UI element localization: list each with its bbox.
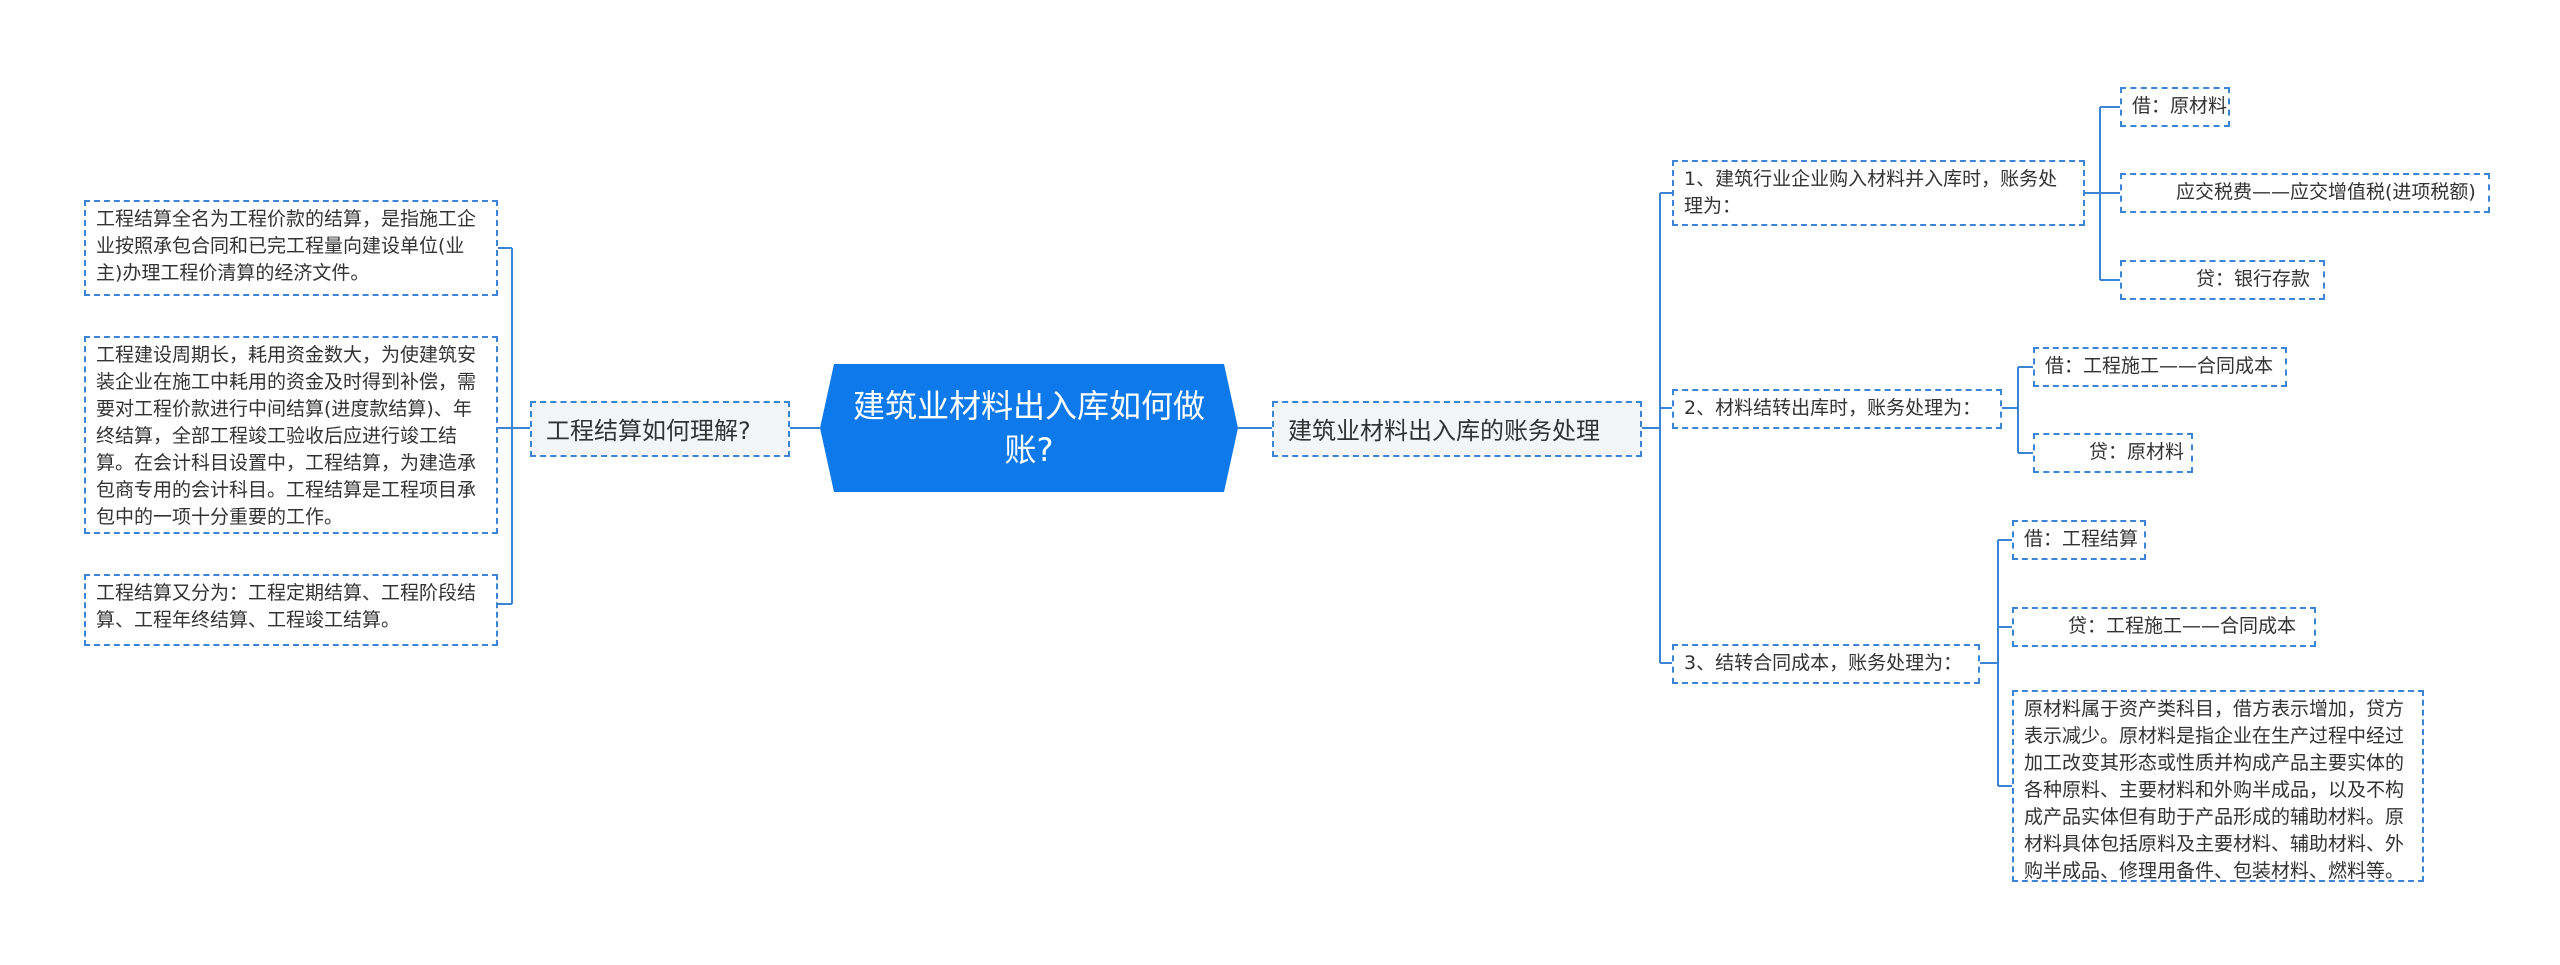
step-3-entry-debit[interactable]: 借：工程结算: [2012, 520, 2146, 560]
left-leaf-1[interactable]: 工程结算全名为工程价款的结算，是指施工企业按照承包合同和已完工程量向建设单位(业…: [84, 200, 498, 296]
step-3-entry-credit[interactable]: 贷：工程施工——合同成本: [2012, 607, 2316, 647]
step-1[interactable]: 1、建筑行业企业购入材料并入库时，账务处理为：: [1672, 160, 2085, 226]
link-step3-entries: [1980, 539, 2012, 787]
link-left-leaves: [498, 247, 530, 605]
right-branch-topic[interactable]: 建筑业材料出入库的账务处理: [1272, 401, 1642, 457]
step-1-entry-credit[interactable]: 贷：银行存款: [2120, 260, 2325, 300]
link-step1-entries: [2085, 106, 2120, 281]
left-leaf-2[interactable]: 工程建设周期长，耗用资金数大，为使建筑安装企业在施工中耗用的资金及时得到补偿，需…: [84, 336, 498, 534]
left-branch-topic[interactable]: 工程结算如何理解?: [530, 401, 790, 457]
root-topic[interactable]: 建筑业材料出入库如何做账?: [820, 364, 1238, 492]
step-2-entry-debit[interactable]: 借：工程施工——合同成本: [2033, 347, 2287, 387]
left-leaf-3[interactable]: 工程结算又分为：工程定期结算、工程阶段结算、工程年终结算、工程竣工结算。: [84, 574, 498, 646]
step-1-entry-debit[interactable]: 借：原材料: [2120, 87, 2230, 127]
step-2-entry-credit[interactable]: 贷：原材料: [2033, 433, 2193, 473]
step-3-note[interactable]: 原材料属于资产类科目，借方表示增加，贷方表示减少。原材料是指企业在生产过程中经过…: [2012, 690, 2424, 882]
step-2[interactable]: 2、材料结转出库时，账务处理为：: [1672, 389, 2002, 429]
step-1-entry-tax[interactable]: 应交税费——应交增值税(进项税额): [2120, 173, 2490, 213]
step-3[interactable]: 3、结转合同成本，账务处理为：: [1672, 644, 1980, 684]
link-step2-entries: [2002, 366, 2033, 454]
link-right-steps: [1642, 192, 1672, 664]
